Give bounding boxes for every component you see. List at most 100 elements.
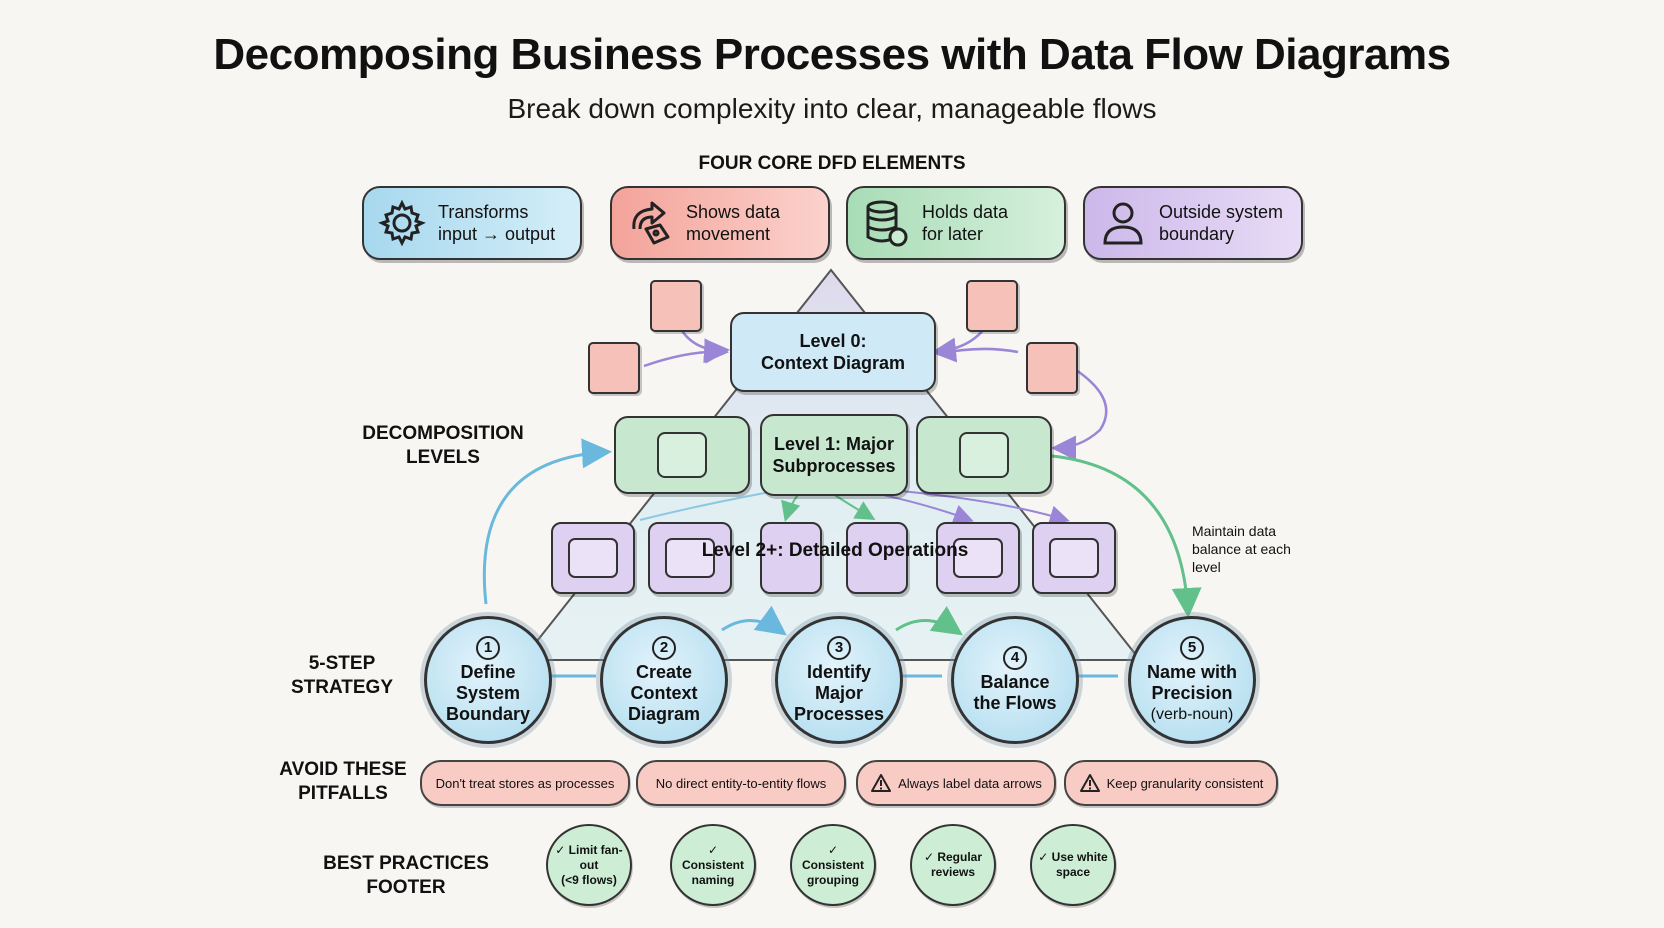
flow-arrow — [889, 489, 1070, 525]
pitfalls-heading-line2: PITFALLS — [298, 783, 388, 804]
level0-line1: Level 0: — [799, 331, 867, 351]
level-1-subprocess-box — [916, 416, 1052, 494]
operation-square — [953, 538, 1003, 578]
step-text-line1: Identify — [806, 661, 871, 682]
step-text-line1: Name with — [1146, 661, 1238, 682]
step-text-line2: Major — [814, 682, 863, 703]
best-practice-line1: ✓ Regular — [923, 850, 983, 864]
external-entity-square — [588, 342, 640, 394]
data-flow-element-card: Shows data movement — [610, 186, 830, 260]
step-text-line2: Precision — [1151, 682, 1233, 703]
best-practice-line2: grouping — [807, 872, 859, 887]
data-store-card-line2: for later — [922, 224, 984, 244]
step-text-line2: the Flows — [973, 693, 1057, 713]
step-text-line3: Boundary — [445, 703, 530, 724]
process-card-line1: Transforms — [438, 202, 529, 222]
level-0-context-diagram: Level 0: Context Diagram — [730, 312, 936, 392]
gear-icon — [378, 199, 426, 247]
best-practice-badge: ✓ Consistent grouping — [790, 824, 876, 906]
page-title: Decomposing Business Processes with Data… — [213, 30, 1451, 79]
pitfall-pill: No direct entity-to-entity flows — [636, 760, 846, 806]
level1-line1: Level 1: Major — [773, 434, 895, 454]
pitfall-pill: Keep granularity consistent — [1064, 760, 1278, 806]
data-flow-card-line2: movement — [686, 224, 771, 244]
level-2-operation-box — [760, 522, 822, 594]
step-text-line3: Diagram — [627, 703, 701, 724]
process-element-card: Transforms input → output — [362, 186, 582, 260]
external-entity-element-card: Outside system boundary — [1083, 186, 1303, 260]
best-practice-line2: space — [1055, 865, 1091, 879]
best-practice-badge: ✓ Limit fan-out (<9 flows) — [546, 824, 632, 906]
level-1-major-subprocesses: Level 1: Major Subprocesses — [760, 414, 908, 496]
flow-arrow — [643, 338, 729, 368]
best-practice-line2: reviews — [930, 865, 976, 879]
warning-icon — [871, 774, 892, 792]
step-text-line3: Processes — [793, 703, 885, 724]
step-number: 1 — [476, 635, 500, 660]
level-2-operation-box — [551, 522, 635, 594]
strategy-heading-line2: STRATEGY — [290, 677, 394, 698]
external-entity-square — [1026, 342, 1078, 394]
flow-arrow — [1051, 368, 1108, 461]
step-text-line1: Create — [635, 661, 693, 682]
decomposition-heading-line2: LEVELS — [406, 447, 480, 468]
level0-line2: Context Diagram — [760, 353, 906, 373]
step-5-name-with-precision: 5 Name with Precision (verb-noun) — [1128, 616, 1256, 744]
decomposition-levels-heading: DECOMPOSITION LEVELS — [340, 422, 546, 470]
step-1-define-system-boundary: 1 Define System Boundary — [424, 616, 552, 744]
step-text-line3: (verb-noun) — [1150, 705, 1234, 723]
external-entity-square — [650, 280, 702, 332]
subprocess-square — [657, 432, 707, 478]
best-practice-line1: ✓ Consistent — [681, 842, 744, 872]
strategy-heading-line1: 5-STEP — [308, 653, 376, 674]
pitfalls-heading-line1: AVOID THESE — [279, 759, 407, 780]
level-2-operation-box — [648, 522, 732, 594]
level-2-label: Level 2+: Detailed Operations — [701, 540, 969, 561]
level1-line2: Subprocesses — [772, 456, 896, 476]
step-number: 4 — [1003, 646, 1027, 670]
data-store-card-line1: Holds data — [922, 202, 1009, 222]
level-2-operation-box — [846, 522, 908, 594]
step-text-line1: Define — [460, 661, 516, 682]
best-practice-line2: naming — [691, 872, 735, 887]
subprocess-square — [959, 432, 1009, 478]
warning-icon — [1079, 774, 1100, 792]
strategy-heading: 5-STEP STRATEGY — [280, 652, 404, 700]
external-entity-card-line1: Outside system — [1159, 202, 1284, 222]
step-connector — [721, 605, 787, 636]
pitfall-pill: Always label data arrows — [856, 760, 1056, 806]
best-practices-heading: BEST PRACTICES FOOTER — [323, 853, 489, 898]
step-number: 3 — [827, 635, 851, 660]
pitfall-text: Keep granularity consistent — [1106, 775, 1264, 791]
best-practice-line1: ✓ Use white — [1038, 850, 1108, 864]
core-elements-heading: FOUR CORE DFD ELEMENTS — [698, 153, 966, 174]
operation-square — [568, 538, 618, 578]
step-number: 5 — [1180, 635, 1204, 660]
step-3-identify-major-processes: 3 Identify Major Processes — [775, 616, 903, 744]
step-text-line2: System — [455, 682, 521, 703]
page-subtitle: Break down complexity into clear, manage… — [507, 93, 1157, 124]
flow-arrow — [482, 438, 612, 605]
data-flow-card-line1: Shows data — [686, 202, 781, 222]
best-practice-line1: ✓ Consistent — [801, 842, 864, 872]
best-practice-line1: ✓ Limit fan-out — [555, 842, 623, 872]
level-2-operation-box — [1032, 522, 1116, 594]
pitfall-text: Don't treat stores as processes — [435, 775, 615, 791]
step-2-create-context-diagram: 2 Create Context Diagram — [600, 616, 728, 744]
best-practice-badge: ✓ Consistent naming — [670, 824, 756, 906]
database-icon — [866, 200, 908, 247]
step-text-line1: Balance — [980, 672, 1050, 692]
pitfall-text: Always label data arrows — [898, 775, 1042, 791]
flow-arrow-icon — [632, 201, 670, 245]
step-number: 2 — [652, 635, 676, 660]
level-2-operation-box — [936, 522, 1020, 594]
flow-arrow — [937, 347, 1019, 356]
operation-square — [1049, 538, 1099, 578]
best-practice-badge: ✓ Regular reviews — [910, 824, 996, 906]
step-connector — [895, 606, 963, 636]
person-icon — [1103, 202, 1143, 245]
pitfall-pill: Don't treat stores as processes — [420, 760, 630, 806]
process-card-line2: input → output — [438, 224, 556, 244]
pitfalls-heading: AVOID THESE PITFALLS — [268, 758, 418, 806]
best-practice-badge: ✓ Use white space — [1030, 824, 1116, 906]
